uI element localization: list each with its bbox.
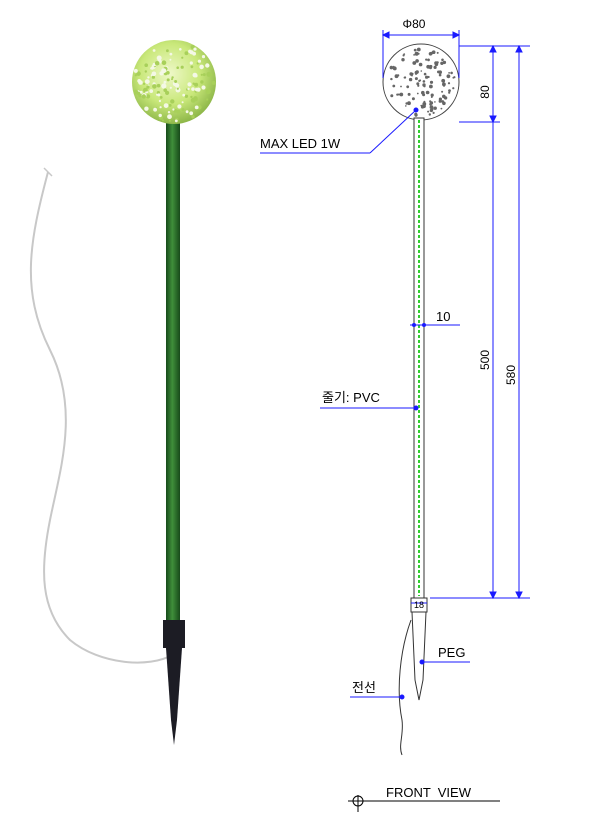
head-height-label: 80 bbox=[478, 85, 492, 99]
base-diameter-label: 18 bbox=[414, 600, 424, 610]
drawing-peg bbox=[411, 611, 427, 701]
technical-drawing: Φ80 80 500 580 MAX LED 1W bbox=[260, 17, 530, 812]
led-callout bbox=[260, 107, 419, 154]
led-label: MAX LED 1W bbox=[260, 136, 341, 151]
product-photo bbox=[29, 40, 216, 745]
stem bbox=[166, 100, 180, 630]
stem-length-label: 500 bbox=[478, 350, 492, 370]
dimension-diameter bbox=[381, 30, 461, 78]
peg bbox=[163, 620, 185, 745]
wire-callout bbox=[350, 694, 405, 700]
dimension-total-length bbox=[515, 44, 523, 600]
stem-material-callout bbox=[320, 405, 419, 411]
flower-head bbox=[132, 40, 216, 124]
dimension-stem-diameter bbox=[410, 323, 460, 327]
peg-callout bbox=[419, 659, 470, 665]
drawing-flower-head bbox=[382, 43, 460, 121]
stem-diameter-label: 10 bbox=[436, 309, 450, 324]
view-label: FRONT VIEW bbox=[386, 785, 472, 800]
dimension-stem-length bbox=[430, 122, 530, 600]
diameter-label: Φ80 bbox=[403, 17, 426, 31]
total-length-label: 580 bbox=[504, 365, 518, 385]
drawing-wire bbox=[398, 619, 412, 756]
peg-label: PEG bbox=[438, 645, 465, 660]
view-marker bbox=[348, 795, 500, 812]
wire-label: 전선 bbox=[352, 680, 376, 695]
stem-material-label: 줄기: PVC bbox=[322, 390, 380, 405]
wire-cable bbox=[29, 171, 173, 664]
